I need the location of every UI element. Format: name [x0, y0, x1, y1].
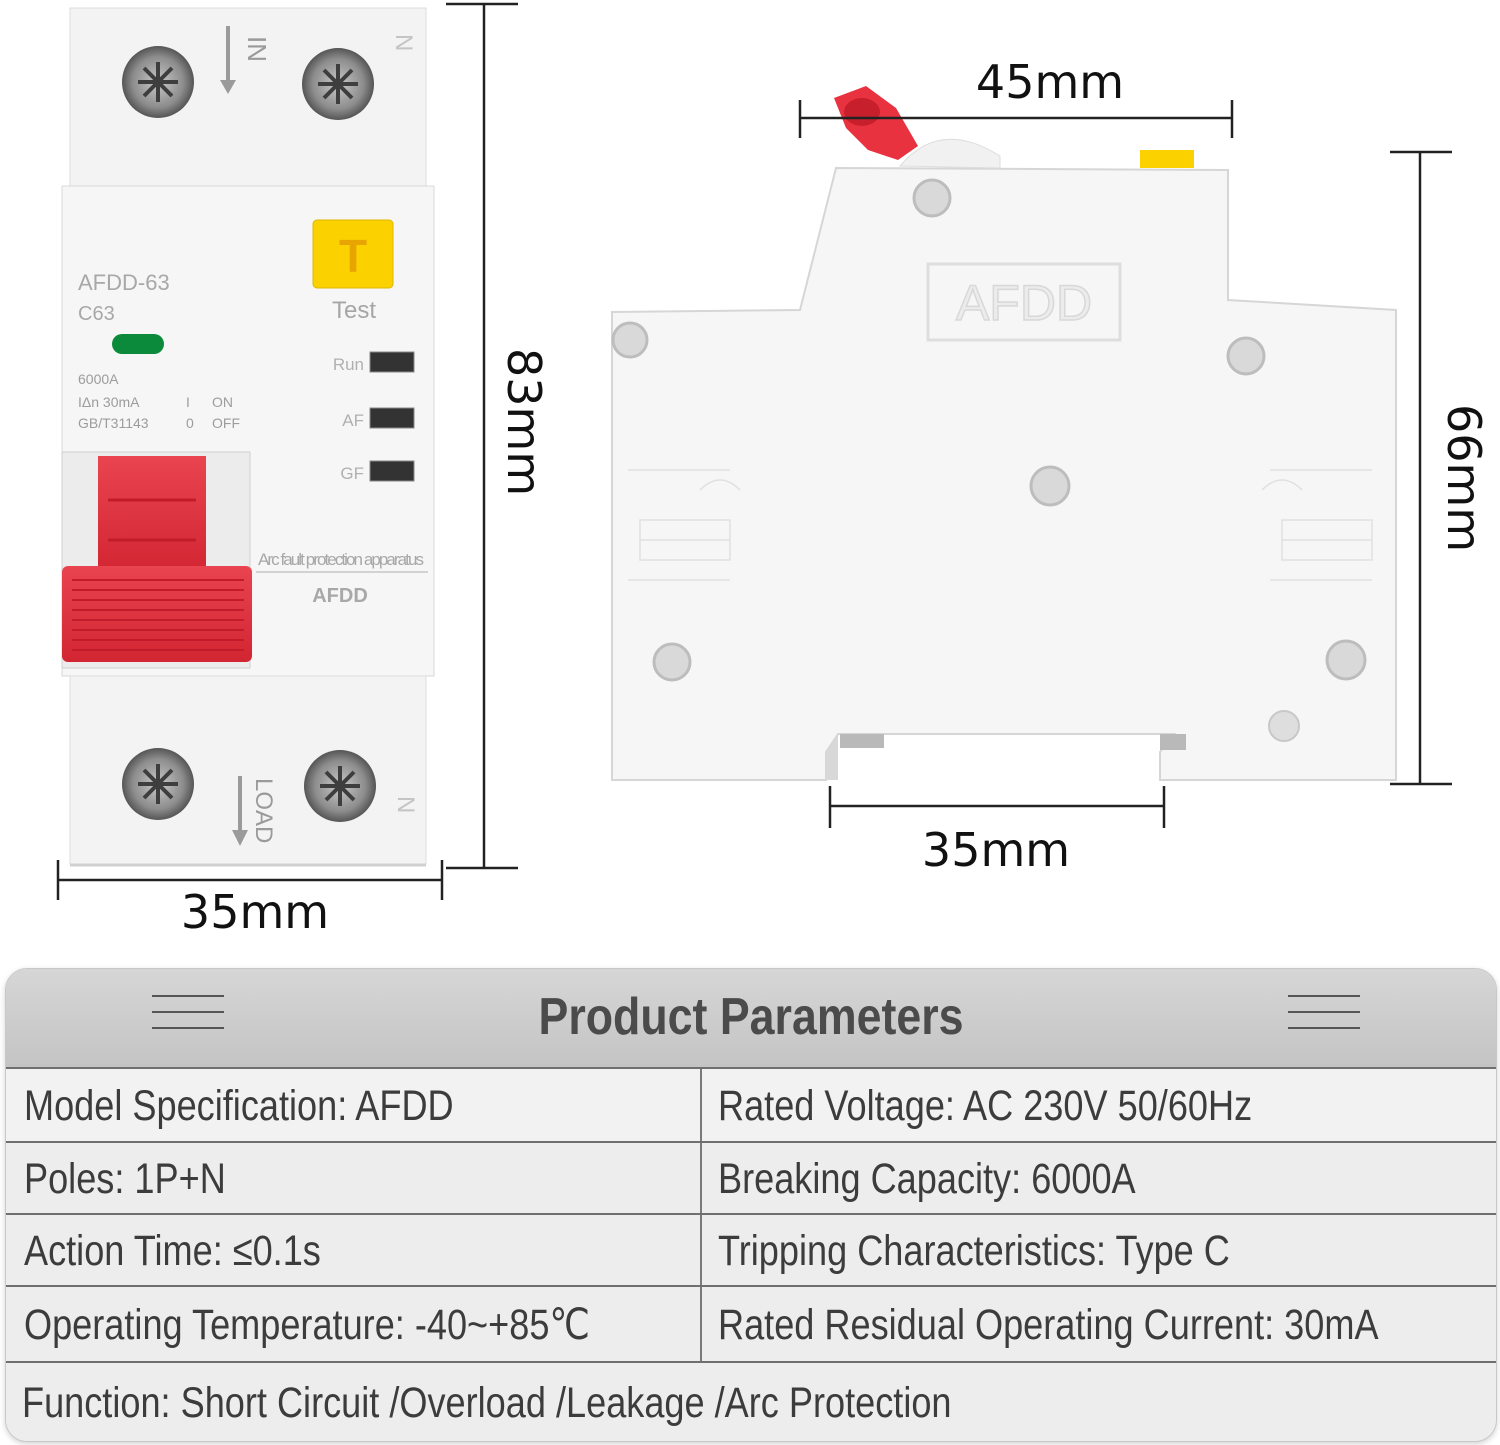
wiring-diagram-left: [628, 469, 741, 581]
param-operating-temperature: Operating Temperature: -40~+85℃: [24, 1301, 590, 1349]
indicator-run-label: Run: [333, 355, 364, 374]
width-dimension-line: [56, 860, 444, 900]
side-width-dimension: 45mm: [976, 55, 1124, 109]
arrow-down-icon: [220, 26, 236, 94]
rivet-icon: [1268, 710, 1300, 742]
indicator-af-label: AF: [342, 411, 364, 430]
spec-line-2-mid: 0: [186, 415, 194, 431]
rivet-icon: [1325, 639, 1367, 681]
load-terminal-label: LOAD: [250, 778, 277, 843]
arrow-down-icon: [232, 776, 248, 846]
toggle-handle[interactable]: [61, 451, 252, 669]
param-function: Function: Short Circuit /Overload /Leaka…: [22, 1378, 952, 1427]
menu-lines-icon: [152, 995, 224, 1035]
side-width-dimension-line: [798, 100, 1234, 138]
rivet-icon: [611, 321, 649, 359]
front-view-device: IN N LOAD N AFDD-63 C63 6000A IΔn 30mA I…: [56, 2, 551, 939]
param-residual-current: Rated Residual Operating Current: 30mA: [718, 1300, 1379, 1349]
table-row: Action Time: ≤0.1s Tripping Characterist…: [6, 1213, 1496, 1287]
table-row: Operating Temperature: -40~+85℃ Rated Re…: [6, 1285, 1496, 1363]
spec-line-1-mid: I: [186, 394, 190, 410]
model-label: AFDD-63: [78, 270, 170, 295]
parameters-header: Product Parameters: [6, 969, 1496, 1067]
screw-icon: [122, 46, 194, 118]
spec-line-2: GB/T31143: [78, 415, 149, 431]
rivet-icon: [1226, 336, 1266, 376]
front-height-dimension: 83mm: [497, 348, 551, 496]
indicator-gf-label: GF: [340, 464, 364, 483]
spec-line-2-right: OFF: [212, 415, 240, 431]
rivet-icon: [912, 178, 952, 218]
table-row: Function: Short Circuit /Overload /Leaka…: [6, 1361, 1496, 1441]
menu-lines-icon: [1288, 995, 1360, 1035]
side-height-dimension: 66mm: [1437, 404, 1490, 552]
test-button[interactable]: T: [312, 219, 394, 289]
param-breaking-capacity: Breaking Capacity: 6000A: [718, 1154, 1136, 1203]
height-dimension-line: [446, 2, 518, 870]
product-parameters-panel: Product Parameters Model Specification: …: [5, 968, 1497, 1442]
indicator-gf-window: [369, 460, 415, 482]
spec-line-1: IΔn 30mA: [78, 394, 140, 410]
breaking-label: 6000A: [78, 371, 119, 387]
toggle-handle-side[interactable]: [834, 86, 918, 160]
screw-icon: [304, 750, 376, 822]
table-row: Model Specification: AFDD Rated Voltage:…: [6, 1067, 1496, 1143]
screw-icon: [302, 48, 374, 120]
side-view-device: AFDD 45mm 66mm 35mm: [611, 55, 1490, 877]
in-terminal-label: IN: [242, 36, 272, 62]
device-caption: Arc fault protection apparatus: [258, 550, 424, 569]
indicator-run-window: [369, 351, 415, 373]
table-row: Poles: 1P+N Breaking Capacity: 6000A: [6, 1141, 1496, 1215]
side-height-dimension-line: [1390, 150, 1452, 786]
test-label: Test: [332, 297, 376, 324]
neutral-mark-bottom: N: [392, 796, 419, 813]
front-width-dimension: 35mm: [181, 885, 329, 939]
wiring-diagram-right: [1261, 469, 1373, 581]
screw-icon: [122, 748, 194, 820]
curve-label: C63: [78, 303, 115, 325]
test-button-side[interactable]: [1140, 150, 1194, 168]
rivet-icon: [652, 642, 692, 682]
param-model: Model Specification: AFDD: [24, 1081, 454, 1130]
side-brand-emboss: AFDD: [956, 275, 1092, 331]
rail-width-dimension-line: [828, 786, 1166, 828]
neutral-mark-top: N: [390, 34, 417, 51]
rail-width-dimension: 35mm: [922, 823, 1070, 877]
indicator-af-window: [369, 407, 415, 429]
rivet-icon: [1029, 465, 1071, 507]
brand-label: AFDD: [312, 585, 368, 607]
param-voltage: Rated Voltage: AC 230V 50/60Hz: [718, 1081, 1253, 1130]
param-poles: Poles: 1P+N: [24, 1154, 226, 1203]
test-button-letter: T: [339, 230, 367, 282]
param-action-time: Action Time: ≤0.1s: [24, 1226, 321, 1275]
parameters-title: Product Parameters: [538, 988, 964, 1046]
spec-line-1-right: ON: [212, 394, 233, 410]
param-tripping: Tripping Characteristics: Type C: [718, 1226, 1230, 1275]
status-led: [112, 334, 164, 354]
